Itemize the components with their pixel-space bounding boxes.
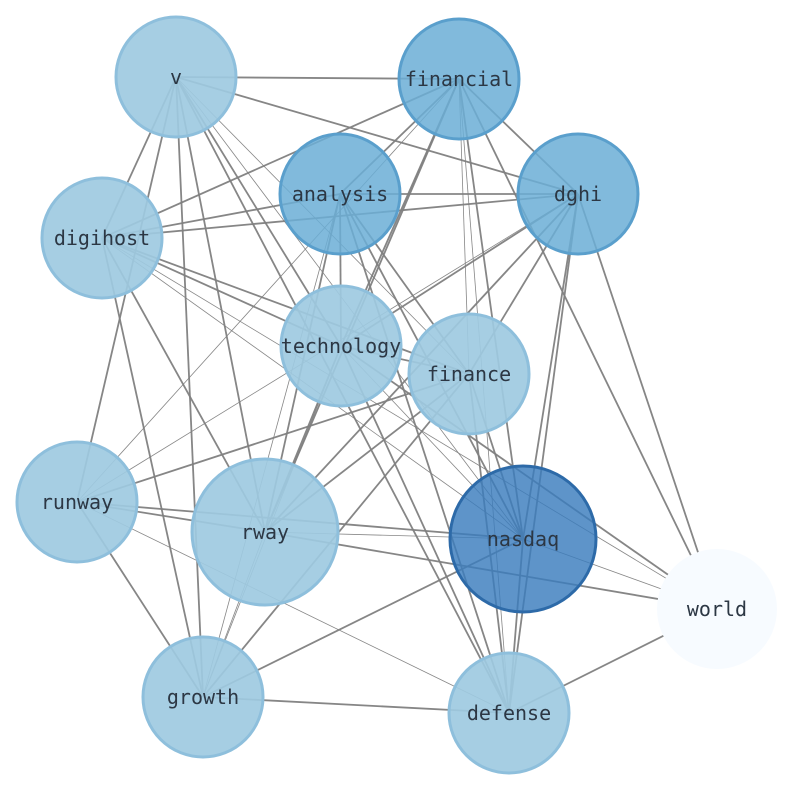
edge-digihost-growth xyxy=(101,237,204,698)
node-circle-rway[interactable] xyxy=(190,457,340,607)
edge-financial-digihost xyxy=(101,78,460,239)
node-label-defense: defense xyxy=(467,701,551,725)
node-circle-finance[interactable] xyxy=(407,312,531,436)
node-runway[interactable]: runway xyxy=(15,440,139,564)
edge-v-rway xyxy=(175,76,266,533)
node-finance[interactable]: finance xyxy=(407,312,531,436)
edge-dghi-defense xyxy=(508,193,579,714)
node-label-analysis: analysis xyxy=(292,182,388,206)
edge-v-growth xyxy=(175,76,204,698)
node-circle-technology[interactable] xyxy=(279,284,403,408)
edge-v-dghi xyxy=(175,76,579,195)
node-rway[interactable]: rway xyxy=(190,457,340,607)
node-label-world: world xyxy=(687,597,747,621)
edge-financial-world xyxy=(458,78,718,610)
node-circle-dghi[interactable] xyxy=(516,132,640,256)
node-circle-defense[interactable] xyxy=(447,651,571,775)
node-circle-financial[interactable] xyxy=(397,17,521,141)
node-circle-digihost[interactable] xyxy=(40,176,164,300)
node-label-technology: technology xyxy=(281,334,401,358)
edge-analysis-growth xyxy=(202,193,341,698)
node-label-digihost: digihost xyxy=(54,226,150,250)
edge-analysis-defense xyxy=(339,193,510,714)
node-circle-runway[interactable] xyxy=(15,440,139,564)
node-analysis[interactable]: analysis xyxy=(278,132,402,256)
node-circle-v[interactable] xyxy=(114,15,238,139)
node-label-dghi: dghi xyxy=(554,182,602,206)
node-growth[interactable]: growth xyxy=(141,635,265,759)
node-label-finance: finance xyxy=(427,362,511,386)
edge-dghi-world xyxy=(577,193,718,610)
node-circle-nasdaq[interactable] xyxy=(448,464,598,614)
edge-runway-defense xyxy=(76,501,510,714)
node-dghi[interactable]: dghi xyxy=(516,132,640,256)
node-digihost[interactable]: digihost xyxy=(40,176,164,300)
node-layer: v financial analysis dghi digihost technology… xyxy=(15,15,777,775)
node-v[interactable]: v xyxy=(114,15,238,139)
edge-finance-runway xyxy=(76,373,470,503)
edge-financial-nasdaq xyxy=(458,78,524,540)
node-financial[interactable]: financial xyxy=(397,17,521,141)
node-label-rway: rway xyxy=(241,520,289,544)
node-label-v: v xyxy=(170,65,182,89)
node-label-growth: growth xyxy=(167,685,239,709)
edge-financial-runway xyxy=(76,78,460,503)
node-circle-world[interactable] xyxy=(657,549,777,669)
node-technology[interactable]: technology xyxy=(279,284,403,408)
edge-digihost-world xyxy=(101,237,718,610)
node-label-financial: financial xyxy=(405,67,513,91)
node-circle-analysis[interactable] xyxy=(278,132,402,256)
node-circle-growth[interactable] xyxy=(141,635,265,759)
node-world[interactable]: world xyxy=(657,549,777,669)
edge-digihost-finance xyxy=(101,237,470,375)
node-label-runway: runway xyxy=(41,490,113,514)
node-defense[interactable]: defense xyxy=(447,651,571,775)
node-label-nasdaq: nasdaq xyxy=(487,527,559,551)
node-nasdaq[interactable]: nasdaq xyxy=(448,464,598,614)
